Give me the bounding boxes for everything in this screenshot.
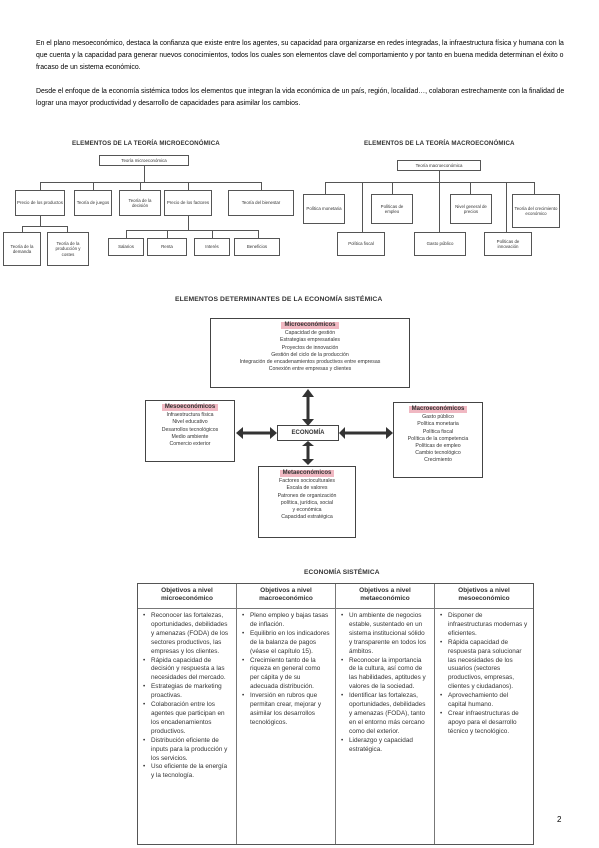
macroeconomic-item: Políticas de empleo: [415, 443, 461, 450]
metaeconomic-item: Escala de valores: [286, 485, 328, 492]
micro-l2-box: Renta: [147, 238, 187, 256]
metaeconomic-heading: Metaeconómicos: [279, 470, 335, 478]
mesoeconomic-item: Comercio exterior: [169, 441, 211, 448]
micro-l1-box: Teoría de la decisión: [119, 190, 161, 216]
table-item: Reconocer la importancia de la cultura, …: [341, 657, 429, 693]
table-item: Equilibrio en los indicadores de la bala…: [242, 630, 330, 657]
micro-l1-box: Precio de los factores: [164, 190, 212, 216]
table-column-macro: Objetivos a nivel macroeconómico Pleno e…: [237, 584, 336, 844]
macro-lower-box: Políticas de innovación: [484, 232, 532, 256]
mesoeconomic-item: Desarrollos tecnológicos: [161, 426, 219, 433]
macro-lower-box: Política fiscal: [337, 232, 385, 256]
systemic-paragraph: Desde el enfoque de la economía sistémic…: [36, 88, 565, 108]
table-item: Aprovechamiento del capital humano.: [440, 692, 528, 710]
table-item: Un ambiente de negocios estable, sustent…: [341, 612, 429, 657]
microeconomic-box: Microeconómicos Capacidad de gestión Est…: [210, 318, 410, 388]
micro-diagram-title: ELEMENTOS DE LA TEORÍA MICROECONÓMICA: [72, 140, 220, 147]
macro-root-box: Teoría macroeconómica: [397, 160, 481, 171]
microeconomic-item: Conexión entre empresas y clientes: [268, 366, 352, 373]
macroeconomic-item: Gasto público: [422, 414, 454, 421]
micro-l2-box: Teoría de la producción y costes: [47, 232, 89, 266]
macro-upper-box: Teoría del crecimiento económico: [512, 194, 560, 228]
mesoeconomic-item: Nivel educativo: [172, 419, 208, 426]
macroeconomic-box: Macroeconómicos Gasto público Política m…: [393, 402, 483, 478]
table-column-micro: Objetivos a nivel microeconómico Reconoc…: [138, 584, 237, 844]
macroeconomic-item: Política de la competencia: [407, 435, 469, 442]
table-item: Colaboración entre los agentes que parti…: [143, 701, 231, 737]
determinants-title: ELEMENTOS DETERMINANTES DE LA ECONOMÍA S…: [175, 296, 383, 303]
mesoeconomic-box: Mesoeconómicos Infraestructura física Ni…: [145, 400, 235, 462]
microeconomic-item: Gestión del ciclo de la producción: [271, 351, 349, 358]
metaeconomic-item: Capacidad estratégica: [281, 514, 333, 521]
metaeconomic-item: Patrones de organización: [277, 492, 337, 499]
economy-center-box: ECONOMÍA: [277, 425, 339, 441]
metaeconomic-item: y económica: [292, 507, 322, 514]
table-column-meso: Objetivos a nivel mesoeconómico Disponer…: [435, 584, 533, 844]
micro-l2-box: Teoría de la demanda: [3, 232, 41, 266]
macroeconomic-item: Crecimiento: [424, 457, 452, 464]
table-item: Pleno empleo y bajas tasas de inflación.: [242, 612, 330, 630]
table-item: Inversión en rubros que permitan crear, …: [242, 692, 330, 728]
micro-l2-box: Beneficios: [234, 238, 280, 256]
micro-root-box: Teoría microeconómica: [99, 155, 189, 166]
microeconomic-item: Estrategias empresariales: [280, 337, 340, 344]
microeconomic-item: Capacidad de gestión: [284, 330, 336, 337]
micro-l1-box: Teoría del bienestar: [228, 190, 294, 216]
intro-paragraph: En el plano mesoeconómico, destaca la co…: [36, 40, 564, 72]
microeconomic-item: Proyectos de innovación: [281, 344, 339, 351]
macro-upper-box: Política monetaria: [303, 194, 345, 224]
table-item: Estrategias de marketing proactivas.: [143, 683, 231, 701]
table-item: Liderazgo y capacidad estratégica.: [341, 737, 429, 755]
micro-l1-box: Teoría de juegos: [74, 190, 112, 216]
micro-l1-box: Precio de los productos: [15, 190, 65, 216]
microeconomic-item: Integración de encadenamientos productiv…: [239, 359, 381, 366]
macro-upper-box: Nivel general de precios: [450, 194, 492, 224]
table-column-header: Objetivos a nivel microeconómico: [138, 587, 236, 609]
micro-l2-box: Salarios: [108, 238, 144, 256]
table-item: Rápida capacidad de respuesta para soluc…: [440, 639, 528, 692]
metaeconomic-item: Factores socioculturales: [279, 478, 335, 485]
macroeconomic-item: Política fiscal: [422, 428, 454, 435]
table-item: Disponer de infraestructuras modernas y …: [440, 612, 528, 639]
mesoeconomic-heading: Mesoeconómicos: [161, 404, 219, 412]
macro-upper-box: Políticas de empleo: [371, 194, 413, 224]
page-number: 2: [557, 815, 562, 824]
table-column-header: Objetivos a nivel metaeconómico: [336, 587, 434, 609]
table-item: Crecimiento tanto de la riqueza en gener…: [242, 657, 330, 693]
table-item: Reconocer las fortalezas, oportunidades,…: [143, 612, 231, 657]
metaeconomic-box: Metaeconómicos Factores socioculturales …: [258, 466, 356, 538]
macroeconomic-item: Cambio tecnológico: [415, 450, 461, 457]
micro-l2-box: Interés: [194, 238, 230, 256]
table-column-header: Objetivos a nivel mesoeconómico: [435, 587, 533, 609]
mesoeconomic-item: Medio ambiente: [171, 433, 209, 440]
macro-diagram-title: ELEMENTOS DE LA TEORÍA MACROECONÓMICA: [364, 140, 515, 147]
table-column-meta: Objetivos a nivel metaeconómico Un ambie…: [336, 584, 435, 844]
table-item: Crear infraestructuras de apoyo para el …: [440, 710, 528, 737]
macroeconomic-item: Política monetaria: [417, 421, 459, 428]
macro-lower-box: Gasto público: [414, 232, 466, 256]
metaeconomic-item: política, jurídica, social: [280, 499, 334, 506]
mesoeconomic-item: Infraestructura física: [166, 412, 214, 419]
microeconomic-heading: Microeconómicos: [281, 322, 339, 330]
table-title: ECONOMÍA SISTÉMICA: [304, 569, 380, 576]
objectives-table: Objetivos a nivel microeconómico Reconoc…: [137, 583, 534, 845]
table-item: Rápida capacidad de decisión y respuesta…: [143, 657, 231, 684]
table-item: Identificar las fortalezas, oportunidade…: [341, 692, 429, 737]
table-item: Distribución eficiente de inputs para la…: [143, 737, 231, 764]
table-column-header: Objetivos a nivel macroeconómico: [237, 587, 335, 609]
table-item: Uso eficiente de la energía y la tecnolo…: [143, 763, 231, 781]
macroeconomic-heading: Macroeconómicos: [408, 406, 468, 414]
